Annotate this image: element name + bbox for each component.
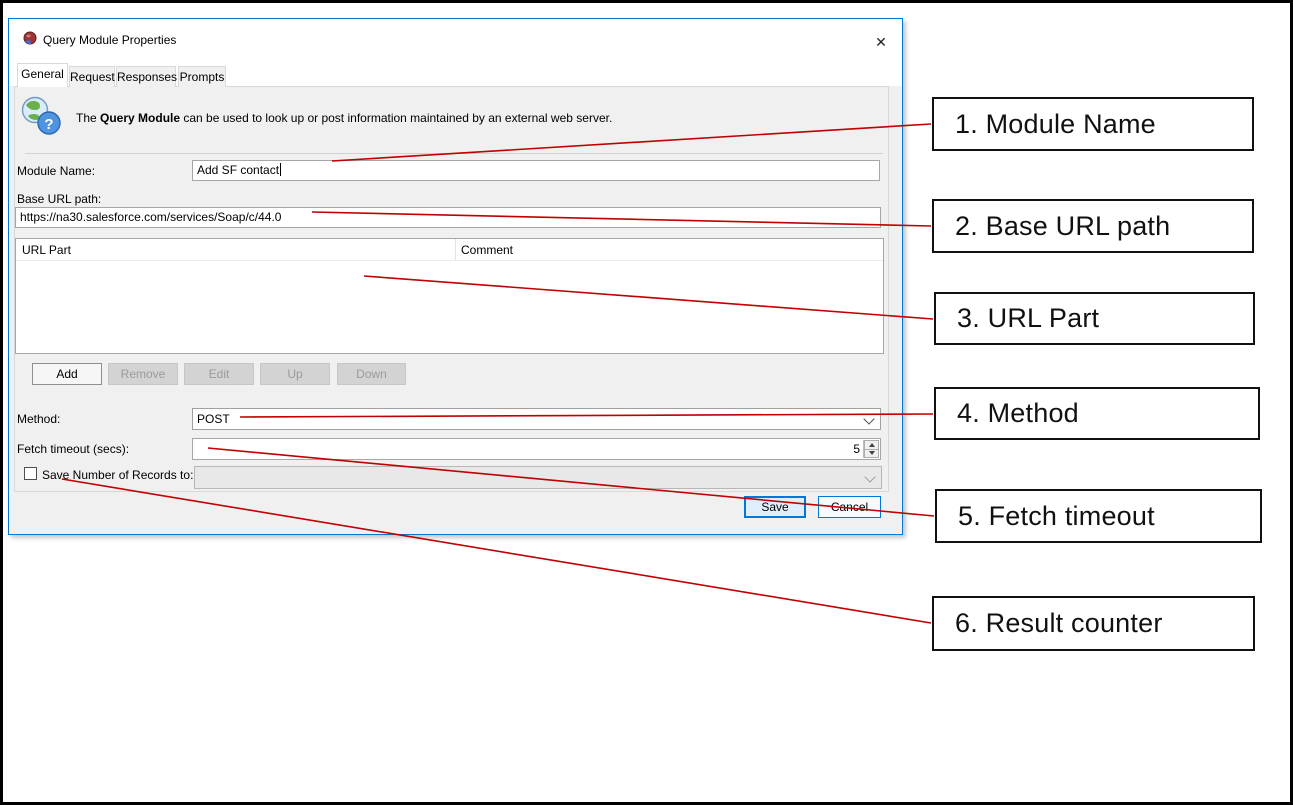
fetch-timeout-input[interactable]: 5	[192, 438, 881, 460]
section-divider	[25, 153, 883, 154]
spinner-up-button[interactable]	[864, 440, 879, 449]
method-value: POST	[197, 412, 230, 426]
arrow-down-icon	[868, 451, 875, 456]
tab-responses[interactable]: Responses	[116, 66, 177, 87]
callout-fetch-timeout: 5. Fetch timeout	[935, 489, 1262, 543]
edit-button: Edit	[184, 363, 254, 385]
chevron-down-icon	[864, 471, 876, 483]
query-module-help-icon: ?	[21, 96, 61, 135]
description-suffix: can be used to look up or post informati…	[180, 111, 613, 125]
fetch-timeout-stepper	[863, 440, 879, 458]
svg-text:?: ?	[44, 116, 53, 133]
module-globe-icon	[23, 31, 37, 45]
module-name-value: Add SF contact	[197, 163, 280, 177]
text-caret	[280, 163, 282, 176]
fetch-timeout-label: Fetch timeout (secs):	[17, 442, 130, 456]
callout-result-counter: 6. Result counter	[932, 596, 1255, 651]
remove-button: Remove	[108, 363, 178, 385]
save-records-label: Save Number of Records to:	[42, 468, 194, 482]
base-url-value: https://na30.salesforce.com/services/Soa…	[20, 210, 282, 224]
callout-method: 4. Method	[934, 387, 1260, 440]
method-label: Method:	[17, 412, 61, 426]
column-header-comment[interactable]: Comment	[461, 243, 514, 257]
cancel-button[interactable]: Cancel	[818, 496, 881, 518]
module-name-input[interactable]: Add SF contact	[192, 160, 880, 181]
save-button[interactable]: Save	[744, 496, 806, 518]
callout-url-part: 3. URL Part	[934, 292, 1255, 345]
module-description: The Query Module can be used to look up …	[76, 111, 612, 125]
module-name-label: Module Name:	[17, 164, 96, 178]
callout-base-url-path: 2. Base URL path	[932, 199, 1254, 253]
title-bar: Query Module Properties ✕	[9, 19, 902, 61]
method-select[interactable]: POST	[192, 408, 881, 430]
url-parts-table[interactable]: URL Part Comment	[15, 238, 884, 354]
up-button: Up	[260, 363, 330, 385]
fetch-timeout-value: 5	[853, 442, 860, 456]
add-button[interactable]: Add	[32, 363, 102, 385]
description-module-name: Query Module	[100, 111, 181, 125]
close-icon[interactable]: ✕	[875, 33, 887, 50]
save-records-select	[194, 466, 882, 489]
arrow-up-icon	[868, 442, 875, 447]
tab-general[interactable]: General	[17, 63, 68, 87]
base-url-label: Base URL path:	[17, 192, 102, 206]
column-divider[interactable]	[455, 239, 456, 260]
general-tab-panel: ? The Query Module can be used to look u…	[14, 86, 889, 492]
url-parts-table-header: URL Part Comment	[16, 239, 883, 261]
tab-prompts[interactable]: Prompts	[178, 66, 226, 87]
callout-module-name: 1. Module Name	[932, 97, 1254, 151]
save-records-checkbox[interactable]	[24, 467, 37, 480]
description-prefix: The	[76, 111, 101, 125]
spinner-down-button[interactable]	[864, 448, 879, 458]
base-url-input[interactable]: https://na30.salesforce.com/services/Soa…	[15, 207, 881, 228]
down-button: Down	[337, 363, 406, 385]
chevron-down-icon	[863, 413, 875, 425]
query-module-properties-dialog: Query Module Properties ✕ General Reques…	[8, 18, 903, 535]
column-header-url-part[interactable]: URL Part	[22, 243, 71, 257]
dialog-title: Query Module Properties	[43, 33, 177, 47]
tab-request[interactable]: Request	[69, 66, 115, 87]
